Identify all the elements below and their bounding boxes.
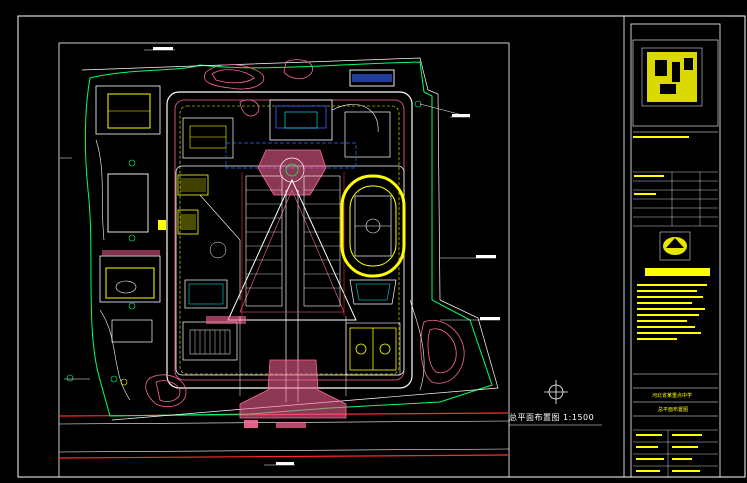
classroom-slabs: [245, 175, 341, 307]
drawing-border: [58, 42, 510, 478]
basketball-courts: [349, 327, 397, 371]
trees: [66, 100, 422, 386]
loop-road-inner: [174, 99, 405, 381]
title-block-sheet-name: 总平面布置图: [658, 407, 689, 413]
west-buildings: [95, 85, 161, 343]
north-arrow-icon: [544, 380, 568, 404]
ne-building: [349, 69, 395, 87]
landscape-mounds: [145, 59, 465, 408]
sports-track: [340, 174, 406, 278]
drawing-caption: 总平面布置图 1:1500: [509, 413, 595, 422]
north-teaching-block: [269, 99, 333, 141]
title-block-frame: [630, 23, 721, 478]
left-buildings: [177, 174, 238, 361]
school-emblem-icon: [659, 231, 691, 261]
loop-road-outer: [166, 91, 413, 389]
central-plaza: [257, 149, 327, 196]
south-entrance-plaza: [239, 359, 347, 428]
sheet-frame: [17, 15, 746, 478]
title-block-school-name: 河北省某重点中学: [652, 393, 693, 399]
title-block-key-plan: [632, 39, 719, 127]
